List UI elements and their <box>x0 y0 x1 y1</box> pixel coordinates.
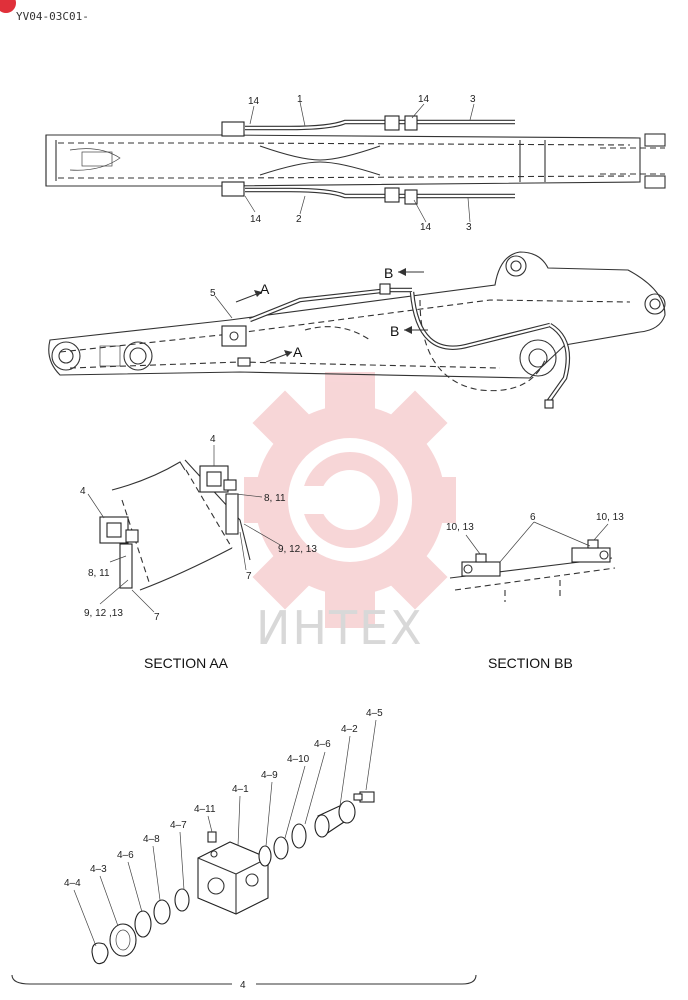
watermark-brand: ИНТЕХ <box>256 601 424 655</box>
callout-14: 14 <box>420 222 432 233</box>
section-arrow-a: A <box>293 344 303 360</box>
section-aa-title: SECTION AA <box>144 655 229 671</box>
section-arrow-a: A <box>260 281 270 297</box>
document-code: YV04-03C01- <box>16 10 89 23</box>
callout-14: 14 <box>248 96 260 107</box>
callout-8-11: 8, 11 <box>88 568 110 579</box>
boom-top-view <box>45 101 666 223</box>
part-4-8: 4–8 <box>143 834 160 845</box>
part-4-4: 4–4 <box>64 878 81 889</box>
callout-10-13: 10, 13 <box>596 512 624 523</box>
part-4-3: 4–3 <box>90 864 107 875</box>
callout-4: 4 <box>80 486 86 497</box>
part-4-5: 4–5 <box>366 708 383 719</box>
section-arrow-b: B <box>390 323 399 339</box>
part-4-6: 4–6 <box>117 850 134 861</box>
callout-8-11: 8, 11 <box>264 493 286 504</box>
callout-9-12-13: 9, 12 ,13 <box>84 608 123 619</box>
callout-2: 2 <box>296 214 302 225</box>
section-aa-drawing <box>87 445 283 613</box>
callout-7: 7 <box>154 612 160 623</box>
assembly-4-label: 4 <box>240 980 246 991</box>
callout-14: 14 <box>250 214 262 225</box>
part-4-2: 4–2 <box>341 724 358 735</box>
callout-4: 4 <box>210 434 216 445</box>
callout-5: 5 <box>210 288 216 299</box>
part-4-6: 4–6 <box>314 739 331 750</box>
corner-badge <box>0 0 16 13</box>
section-arrow-b: B <box>384 265 393 281</box>
watermark-gear-icon <box>244 372 456 628</box>
callout-14: 14 <box>418 94 430 105</box>
callout-3: 3 <box>470 94 476 105</box>
callout-3: 3 <box>466 222 472 233</box>
callout-7: 7 <box>246 571 252 582</box>
part-4-1: 4–1 <box>232 784 249 795</box>
part-4-9: 4–9 <box>261 770 278 781</box>
part-4-10: 4–10 <box>287 754 310 765</box>
callout-6: 6 <box>530 512 536 523</box>
part-4-11: 4–11 <box>194 804 216 815</box>
callout-10-13: 10, 13 <box>446 522 474 533</box>
exploded-view-item-4 <box>11 719 477 985</box>
callout-1: 1 <box>297 94 303 105</box>
boom-side-view <box>48 251 666 409</box>
section-bb-drawing <box>449 521 616 602</box>
part-4-7: 4–7 <box>170 820 187 831</box>
callout-9-12-13: 9, 12, 13 <box>278 544 317 555</box>
section-bb-title: SECTION BB <box>488 655 573 671</box>
